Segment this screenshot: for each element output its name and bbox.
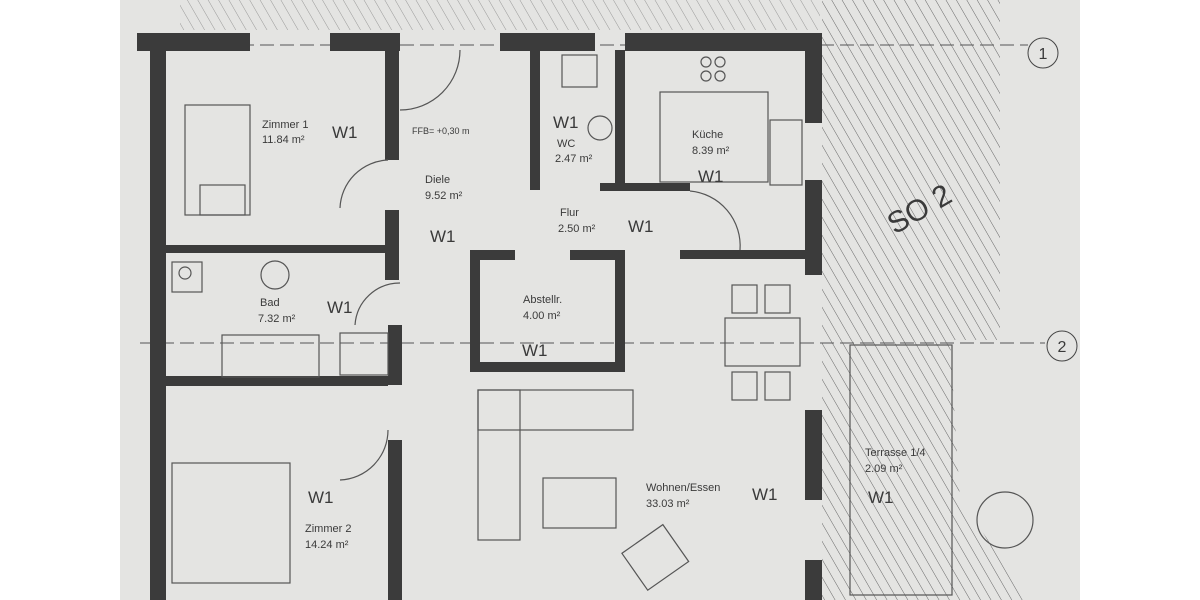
wall-type-label: W1	[327, 298, 353, 317]
wall-type-label: W1	[752, 485, 778, 504]
fixtures	[171, 49, 1034, 596]
room-wohnen-essen: Wohnen/Essen 33.03 m² W1	[646, 482, 778, 510]
wall-type-label: W1	[698, 167, 724, 186]
wall-type-label: W1	[522, 341, 548, 360]
hatched-zone	[822, 0, 1030, 600]
room-area: 8.39 m²	[692, 145, 730, 157]
room-name: Diele	[425, 174, 450, 186]
room-zimmer-1: Zimmer 1 11.84 m² W1	[262, 119, 358, 146]
room-name: Zimmer 1	[262, 119, 308, 131]
hatched-strip	[180, 0, 820, 30]
room-area: 4.00 m²	[523, 310, 561, 322]
axis-marker-2	[1046, 330, 1078, 362]
room-name: Flur	[560, 207, 579, 219]
room-zimmer-2: W1 Zimmer 2 14.24 m²	[305, 488, 351, 551]
room-diele: Diele 9.52 m² W1	[425, 174, 463, 246]
room-name: WC	[557, 138, 575, 150]
room-flur: Flur 2.50 m² W1	[558, 207, 654, 236]
room-bad: Bad 7.32 m² W1	[258, 297, 353, 325]
wall-type-label: W1	[332, 123, 358, 142]
room-area: 14.24 m²	[305, 539, 349, 551]
room-area: 9.52 m²	[425, 190, 463, 202]
walls	[137, 33, 822, 600]
room-terrasse: Terrasse 1/4 2.09 m² W1	[865, 447, 926, 507]
wall-type-label: W1	[430, 227, 456, 246]
room-name: Terrasse 1/4	[865, 447, 926, 459]
room-name: Küche	[692, 129, 723, 141]
axis-marker-1	[1027, 37, 1059, 69]
level-note: FFB= +0,30 m	[412, 126, 470, 136]
axis-label-2: 2	[1058, 339, 1067, 356]
wall-type-label: W1	[868, 488, 894, 507]
room-name: Abstellr.	[523, 294, 562, 306]
room-area: 7.32 m²	[258, 313, 296, 325]
room-wc: W1 WC 2.47 m²	[553, 113, 593, 165]
axis-label-1: 1	[1039, 46, 1048, 63]
wall-type-label: W1	[308, 488, 334, 507]
wall-type-label: W1	[553, 113, 579, 132]
room-area: 11.84 m²	[262, 134, 305, 146]
room-area: 2.47 m²	[555, 153, 593, 165]
room-kueche: Küche 8.39 m² W1	[692, 129, 730, 186]
room-name: Bad	[260, 297, 280, 309]
room-area: 33.03 m²	[646, 498, 690, 510]
room-area: 2.09 m²	[865, 463, 903, 475]
room-area: 2.50 m²	[558, 223, 596, 235]
room-name: Zimmer 2	[305, 523, 351, 535]
room-name: Wohnen/Essen	[646, 482, 720, 494]
room-abstellraum: Abstellr. 4.00 m² W1	[522, 294, 562, 360]
wall-type-label: W1	[628, 217, 654, 236]
